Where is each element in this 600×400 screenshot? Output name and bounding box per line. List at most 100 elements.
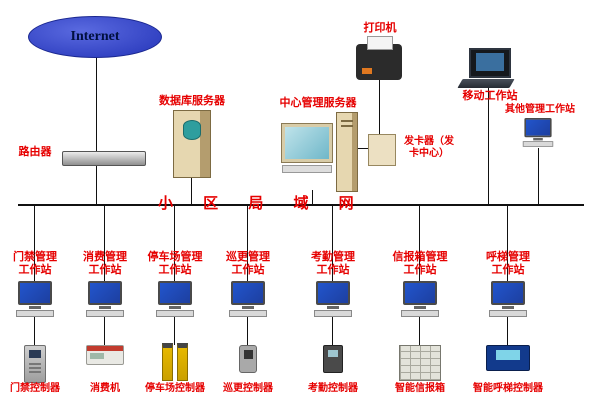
device-label: 智能信报箱 [395,383,445,394]
connector-line [174,317,175,345]
database-cylinder-icon [183,120,201,140]
parking-barrier-icon [160,343,190,381]
device-label: 考勤控制器 [308,383,358,394]
branch-access-control: 门禁管理 工作站 门禁控制器 [0,205,80,400]
patrol-controller-icon [239,345,257,373]
central-server-monitor-icon [281,123,333,173]
connector-line [332,205,333,283]
laptop-screen-inner [476,53,504,71]
internet-cloud: Internet [28,16,162,58]
keyboard-icon [16,310,54,317]
monitor-screen [524,118,552,138]
monitor-stand [327,306,339,309]
monitor-stand [242,306,254,309]
branch-patrol: 巡更管理 工作站 巡更控制器 [203,205,293,400]
device-label: 巡更控制器 [223,383,273,394]
device-label: 门禁控制器 [10,383,60,394]
other-workstation-icon [522,118,554,147]
monitor-stand [502,306,514,309]
pc-icon [522,118,554,147]
monitor-screen [281,123,333,163]
laptop-base [457,79,515,88]
database-server-label: 数据库服务器 [159,95,225,107]
attendance-controller-icon [323,345,343,373]
monitor-screen [18,281,52,305]
workstation-label: 巡更管理 工作站 [226,251,270,277]
monitor-screen [491,281,525,305]
monitor-screen [158,281,192,305]
connector-line [419,205,420,283]
monitor-stand [533,138,543,141]
access-controller-icon [24,345,46,383]
connector-line [104,317,105,345]
smart-mailbox-icon [399,345,441,381]
monitor-stand [29,306,41,309]
connector-printer-to-card-issuer [379,80,380,134]
keyboard-icon [86,310,124,317]
lan-bus-line [18,204,584,206]
device-label: 消费机 [90,383,120,394]
internet-label: Internet [70,29,120,44]
printer-icon [356,36,402,80]
database-server-icon [173,110,211,178]
monitor-screen [316,281,350,305]
workstation-pc-icon [313,281,353,317]
laptop-screen [469,48,511,78]
connector-line [34,205,35,283]
connector-central-to-bus [312,190,313,205]
connector-line [332,317,333,345]
connector-line [247,317,248,345]
monitor-stand [414,306,426,309]
card-issuer-label: 发卡器（发 卡中心） [404,136,454,159]
branch-mailbox: 信报箱管理 工作站 智能信报箱 [375,205,465,400]
keyboard-icon [489,310,527,317]
connector-line [174,205,175,283]
keyboard-icon [156,310,194,317]
workstation-pc-icon [85,281,125,317]
monitor-screen [88,281,122,305]
connector-central-to-card-issuer [356,148,368,149]
branch-elevator-call: 呼梯管理 工作站 智能呼梯控制器 [463,205,553,400]
workstation-pc-icon [15,281,55,317]
connector-other-ws-to-bus [538,148,539,205]
keyboard-icon [229,310,267,317]
central-server-tower-icon [336,112,358,192]
connector-line [104,205,105,283]
router-icon [62,151,146,166]
central-server-label: 中心管理服务器 [279,97,357,109]
workstation-pc-icon [400,281,440,317]
monitor-stand [99,306,111,309]
workstation-label: 考勤管理 工作站 [311,251,355,277]
device-label: 停车场控制器 [145,383,205,394]
workstation-label: 停车场管理 工作站 [147,251,203,277]
mobile-workstation-label: 移动工作站 [462,90,518,102]
workstation-label: 消费管理 工作站 [83,251,127,277]
other-workstation-label: 其他管理工作站 [505,104,575,115]
connector-line [507,205,508,283]
card-issuer-icon [368,134,396,166]
keyboard-icon [401,310,439,317]
connector-internet-to-bus [96,56,97,205]
router-label: 路由器 [18,146,52,158]
workstation-pc-icon [155,281,195,317]
branch-consumption: 消费管理 工作站 消费机 [60,205,150,400]
connector-laptop-to-bus [488,86,489,205]
monitor-screen [403,281,437,305]
pos-machine-icon [86,345,124,365]
workstation-pc-icon [488,281,528,317]
workstation-label: 信报箱管理 工作站 [392,251,448,277]
connector-line [419,317,420,345]
keyboard-icon [314,310,352,317]
device-label: 智能呼梯控制器 [473,383,543,394]
workstation-label: 呼梯管理 工作站 [486,251,530,277]
connector-line [247,205,248,283]
branch-parking: 停车场管理 工作站 停车场控制器 [130,205,220,400]
workstation-label: 门禁管理 工作站 [13,251,57,277]
connector-line [507,317,508,345]
connector-database-to-bus [191,176,192,205]
workstation-pc-icon [228,281,268,317]
laptop-icon [457,48,515,88]
monitor-screen [231,281,265,305]
printer-label: 打印机 [363,22,397,34]
